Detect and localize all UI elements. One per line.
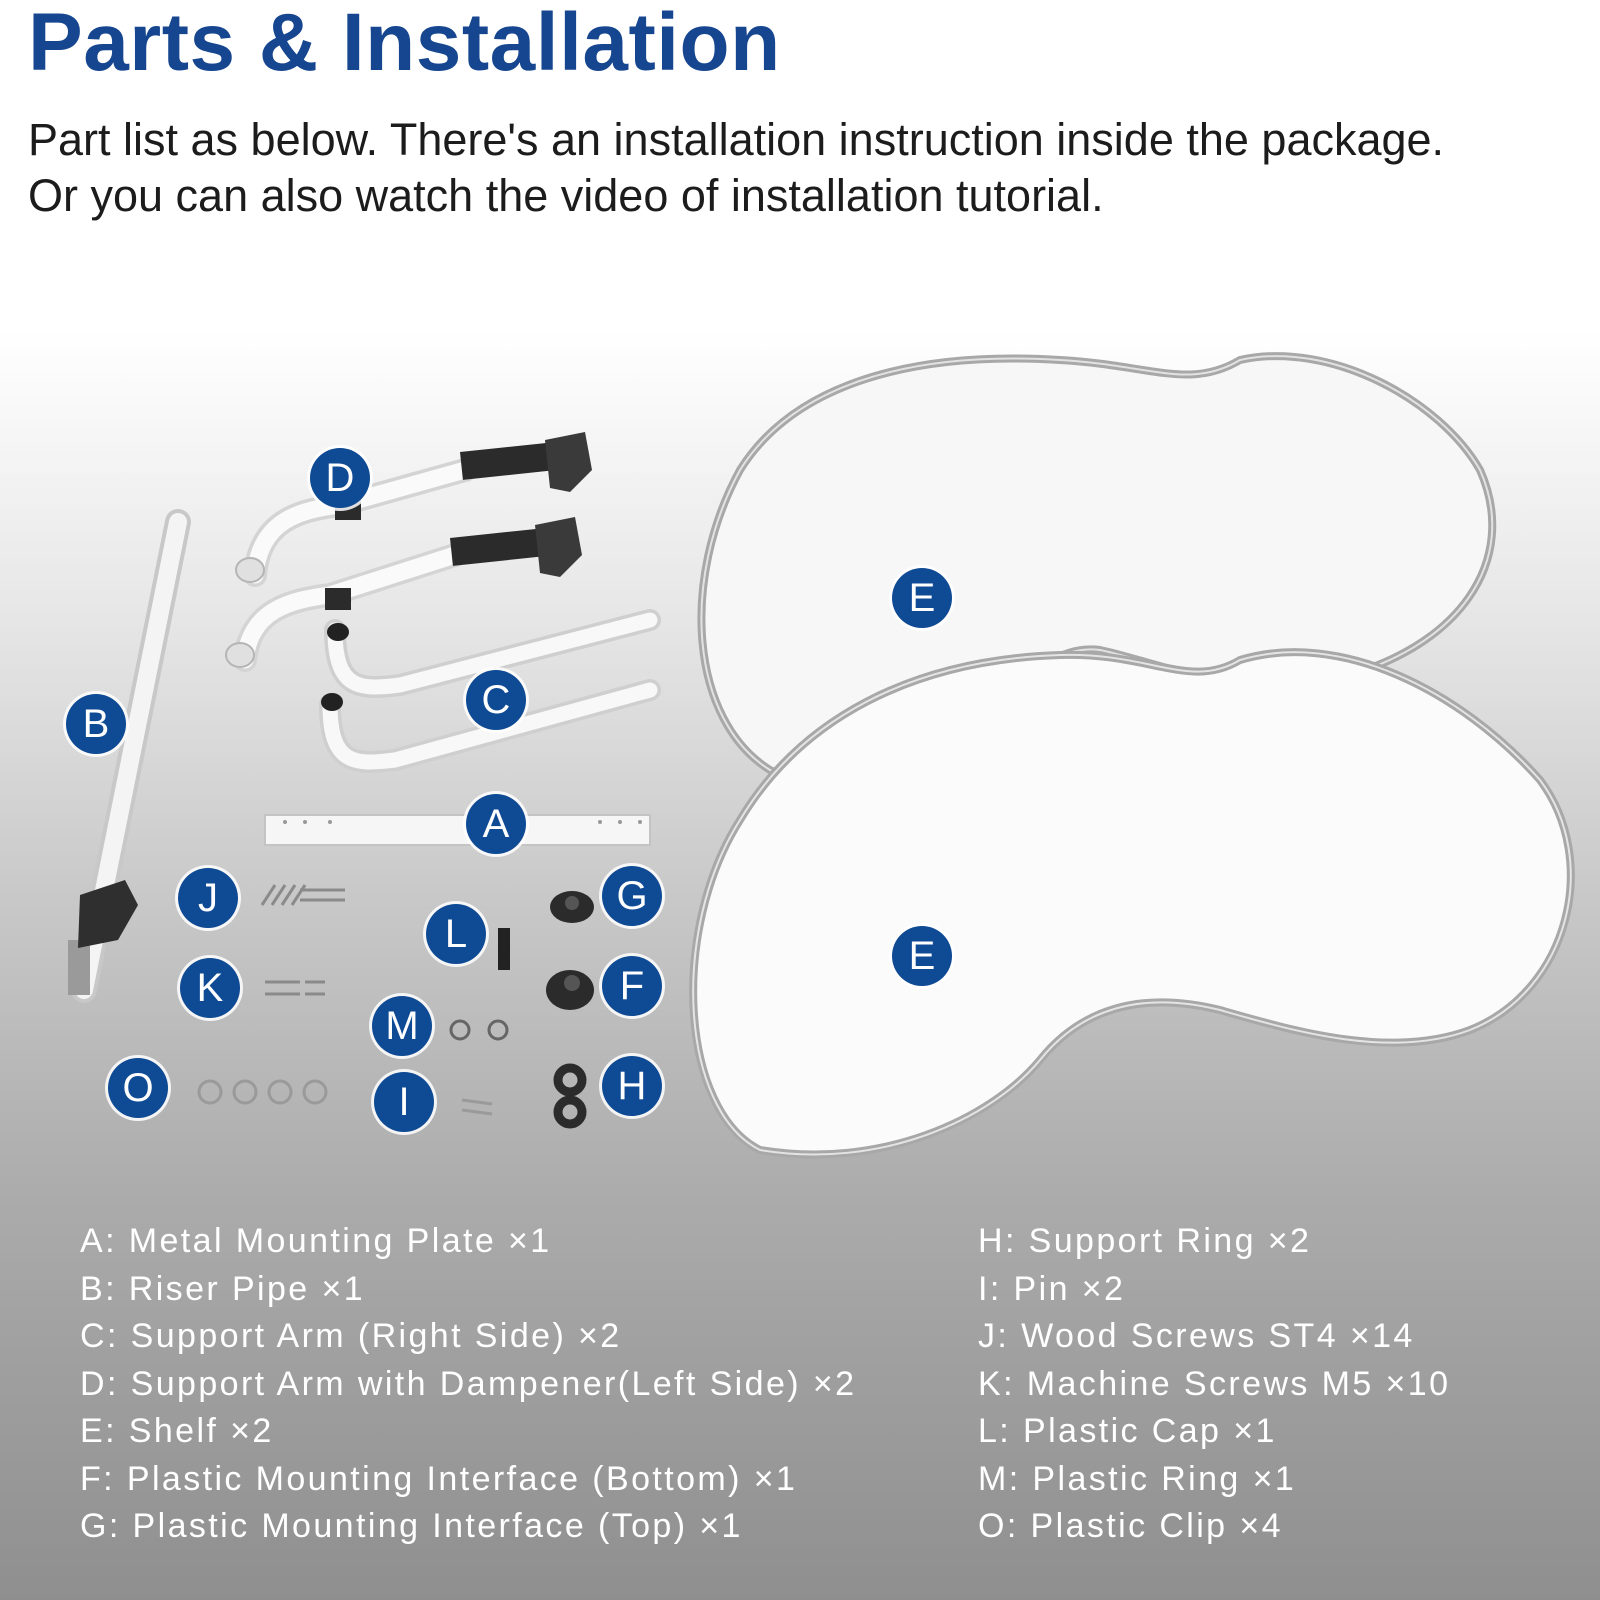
badge-e-bottom: E <box>892 926 952 986</box>
list-item: I: Pin ×2 <box>978 1269 1126 1308</box>
badge-b: B <box>66 694 126 754</box>
badge-j: J <box>178 868 238 928</box>
badge-m: M <box>372 996 432 1056</box>
plastic-rings <box>449 1019 509 1041</box>
support-rings <box>553 1063 587 1129</box>
page-subtitle: Part list as below. There's an installat… <box>28 112 1444 224</box>
badge-c: C <box>466 670 526 730</box>
list-item: B: Riser Pipe ×1 <box>80 1269 366 1308</box>
shelf-front <box>689 648 1575 1159</box>
badge-g: G <box>602 866 662 926</box>
plastic-cap <box>498 928 510 970</box>
badge-l: L <box>426 904 486 964</box>
plastic-clips <box>197 1079 328 1105</box>
list-item: A: Metal Mounting Plate ×1 <box>80 1222 552 1260</box>
mounting-interface-bottom <box>546 970 594 1010</box>
wood-screws <box>260 884 345 906</box>
parts-list-left: A: Metal Mounting Plate ×1 B: Riser Pipe… <box>80 1218 856 1551</box>
badge-o: O <box>108 1058 168 1118</box>
badge-d: D <box>310 448 370 508</box>
support-arm-right-2 <box>319 679 661 773</box>
machine-screws <box>265 980 325 996</box>
list-item: M: Plastic Ring ×1 <box>978 1459 1297 1498</box>
support-arm-right-1 <box>324 609 661 698</box>
page-title: Parts & Installation <box>28 0 781 88</box>
badge-e-top: E <box>892 568 952 628</box>
list-item: E: Shelf ×2 <box>80 1412 274 1450</box>
support-arm-left-2 <box>225 517 582 672</box>
list-item: F: Plastic Mounting Interface (Bottom) ×… <box>80 1459 798 1498</box>
mounting-plate <box>264 814 651 846</box>
badge-a: A <box>466 794 526 854</box>
subtitle-line-1: Part list as below. There's an installat… <box>28 114 1445 165</box>
riser-pipe <box>68 509 191 1003</box>
list-item: H: Support Ring ×2 <box>978 1222 1312 1260</box>
badge-k: K <box>180 958 240 1018</box>
subtitle-line-2: Or you can also watch the video of insta… <box>28 170 1104 221</box>
list-item: L: Plastic Cap ×1 <box>978 1412 1277 1450</box>
list-item: G: Plastic Mounting Interface (Top) ×1 <box>80 1507 743 1545</box>
badge-i: I <box>374 1072 434 1132</box>
badge-f: F <box>602 956 662 1016</box>
list-item: K: Machine Screws M5 ×10 <box>978 1364 1451 1403</box>
parts-list-right: H: Support Ring ×2 I: Pin ×2 J: Wood Scr… <box>978 1218 1450 1551</box>
mounting-interface-top <box>550 891 594 923</box>
list-item: J: Wood Screws ST4 ×14 <box>978 1317 1415 1355</box>
list-item: O: Plastic Clip ×4 <box>978 1507 1283 1545</box>
list-item: D: Support Arm with Dampener(Left Side) … <box>80 1364 857 1403</box>
pins <box>461 1098 493 1116</box>
list-item: C: Support Arm (Right Side) ×2 <box>80 1317 622 1355</box>
badge-h: H <box>602 1056 662 1116</box>
